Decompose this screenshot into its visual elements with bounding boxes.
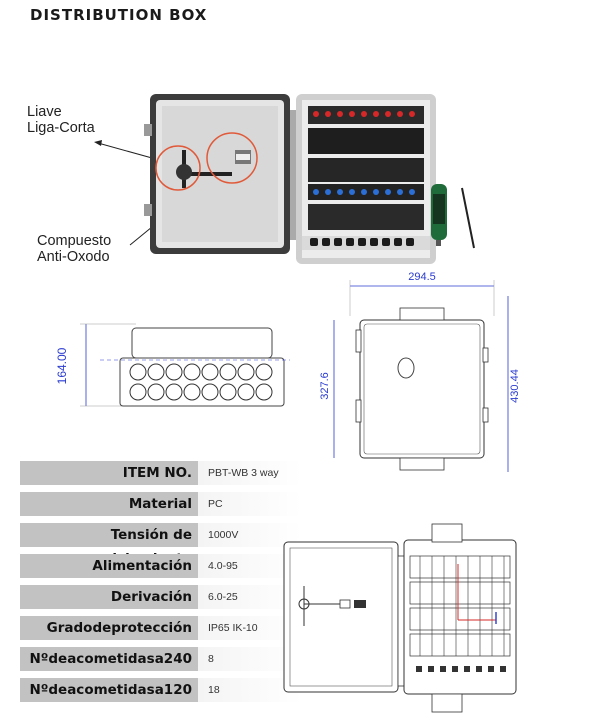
spec-row: Tensión de aislamiento 1000V xyxy=(20,523,302,567)
dimension-side-height: 164.00 xyxy=(55,347,69,384)
spec-row: Nºdeacometidasa120 18 xyxy=(20,678,302,702)
spec-label: ITEM NO. xyxy=(20,461,198,485)
spec-label: Nºdeacometidasa120 xyxy=(20,678,198,702)
callout-circle-right xyxy=(206,132,258,184)
front-view-drawing: 294.5 327.6 430.44 xyxy=(320,271,521,472)
spec-value: PBT-WB 3 way xyxy=(198,461,302,485)
callout-liave-line2: Liga-Corta xyxy=(27,120,95,136)
box-body xyxy=(296,94,436,264)
callout-compuesto-line2: Anti-Oxodo xyxy=(37,249,110,265)
open-box-drawing xyxy=(283,523,517,713)
spec-label: Material xyxy=(20,492,198,516)
callout-circle-left xyxy=(155,145,201,191)
logo-mark xyxy=(397,357,415,379)
spec-label: Derivación xyxy=(20,585,198,609)
screwdriver-icon xyxy=(431,184,475,249)
side-view-drawing: 164.00 xyxy=(55,323,290,407)
spec-label: Alimentación xyxy=(20,554,198,578)
spec-row: Gradodeprotección IP65 IK-10 xyxy=(20,616,302,640)
product-photo xyxy=(94,94,475,264)
spec-value: PC xyxy=(198,492,302,516)
callout-compuesto: Compuesto Anti-Oxodo xyxy=(37,233,111,265)
callout-compuesto-line1: Compuesto xyxy=(37,233,112,249)
spec-row: Derivación 6.0-25 xyxy=(20,585,302,609)
spec-row: Alimentación 4.0-95 xyxy=(20,554,302,578)
spec-label: Gradodeprotección xyxy=(20,616,198,640)
page-title: DISTRIBUTION BOX xyxy=(30,6,208,24)
spec-label: Nºdeacometidasa240 xyxy=(20,647,198,671)
callout-liave-line1: Liave xyxy=(27,104,62,120)
box-lid xyxy=(144,94,290,254)
spec-row: Nºdeacometidasa240 8 xyxy=(20,647,302,671)
spec-label: Tensión de aislamiento xyxy=(20,523,198,567)
spec-row: Material PC xyxy=(20,492,302,516)
dimension-inner-height: 327.6 xyxy=(320,372,331,400)
spec-row: ITEM NO. PBT-WB 3 way xyxy=(20,461,302,485)
dimension-overall-height: 430.44 xyxy=(509,369,521,403)
dimension-top-width: 294.5 xyxy=(408,271,436,283)
callout-liave: Liave Liga-Corta xyxy=(27,104,95,136)
